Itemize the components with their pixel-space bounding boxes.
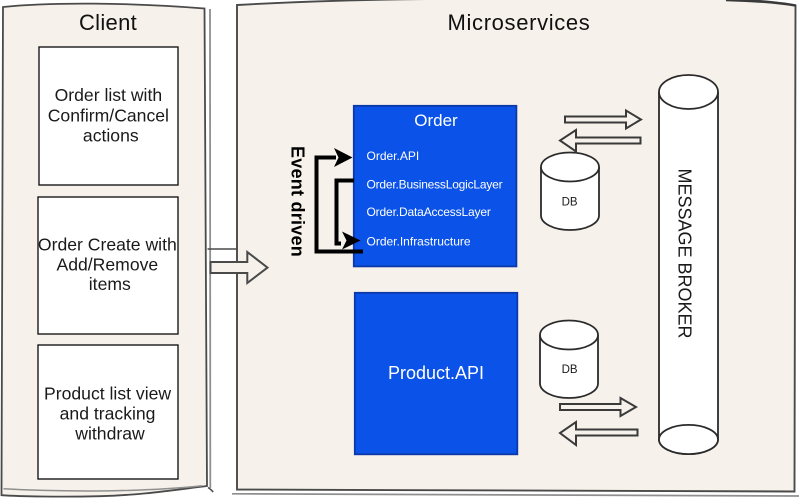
svg-text:Product.API: Product.API <box>388 363 484 383</box>
svg-text:DB: DB <box>562 364 578 376</box>
svg-text:Order.Infrastructure: Order.Infrastructure <box>367 235 471 249</box>
svg-text:Order.API: Order.API <box>367 149 420 163</box>
svg-text:Client: Client <box>79 10 137 35</box>
svg-text:DB: DB <box>562 196 578 208</box>
svg-text:Order: Order <box>414 111 458 130</box>
svg-text:Product list view and trac: Product list view and tracking withdraw <box>44 383 176 443</box>
svg-text:Microservices: Microservices <box>448 10 591 35</box>
svg-text:Order Create with Add/Remo: Order Create with Add/Remove items <box>38 235 182 295</box>
svg-text:Event driven: Event driven <box>288 146 308 257</box>
svg-text:Order.DataAccessLayer: Order.DataAccessLayer <box>367 205 491 219</box>
svg-text:MESSAGE BROKER: MESSAGE BROKER <box>675 168 695 338</box>
svg-text:Order list with Confirm/Ca: Order list with Confirm/Cancel actions <box>48 85 174 146</box>
svg-text:Order.BusinessLogicLayer: Order.BusinessLogicLayer <box>367 178 503 192</box>
